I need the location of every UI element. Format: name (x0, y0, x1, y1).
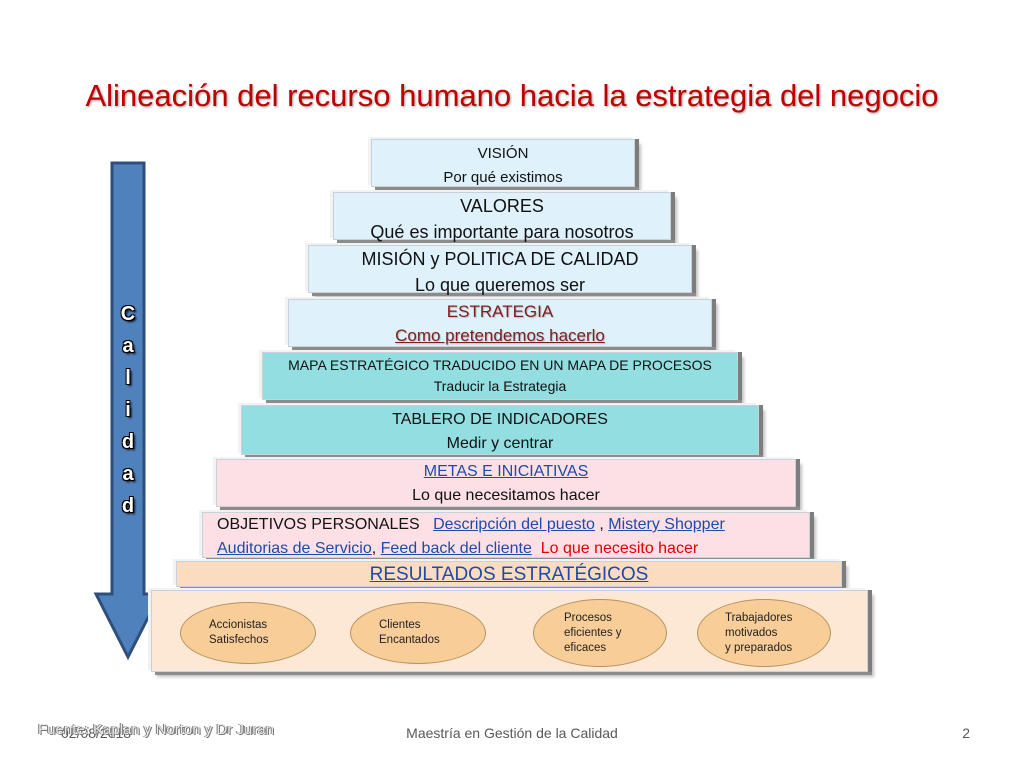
tier-mision-subtitle: Lo que queremos ser (414, 275, 586, 295)
metas-link[interactable]: METAS E INICIATIVAS (423, 463, 589, 480)
calidad-letter: a (122, 463, 134, 485)
page-number: 2 (962, 725, 970, 741)
objetivos-separator: , (594, 516, 609, 533)
tier-objetivos: OBJETIVOS PERSONALES Descripción del pue… (202, 512, 810, 558)
auditorias-servicio-link[interactable]: Auditorias de Servicio (217, 540, 372, 557)
calidad-letter: l (125, 367, 131, 389)
outcome-ellipse: Accionistas Satisfechos (180, 602, 316, 664)
objetivos-red-text: Lo que necesito hacer (540, 540, 699, 557)
tier-metas-subtitle: Lo que necesitamos hacer (412, 487, 600, 504)
outcome-ellipse: Clientes Encantados (350, 602, 486, 664)
outcome-ellipse: Procesos eficientes y eficaces (533, 599, 667, 667)
footer-source: Fuente: Kaplan y Norton y Dr Juran (38, 721, 274, 738)
outcome-label: Clientes Encantados (379, 619, 440, 646)
tier-resultados: RESULTADOS ESTRATÉGICOS (176, 561, 842, 587)
tier-valores-subtitle: Qué es importante para nosotros (370, 222, 634, 242)
calidad-letter: d (121, 495, 135, 517)
tier-tablero-title: TABLERO DE INDICADORES (392, 411, 608, 428)
feedback-cliente-link[interactable]: Feed back del cliente (380, 540, 532, 557)
tier-vision-title: VISIÓN (477, 145, 529, 162)
objetivos-label: OBJETIVOS PERSONALES (217, 516, 420, 533)
descripcion-puesto-link[interactable]: Descripción del puesto (433, 516, 595, 533)
slide-title: Alineación del recurso humano hacia la e… (85, 78, 939, 113)
outcome-label: Procesos eficientes y eficaces (564, 611, 622, 654)
calidad-letter: a (122, 335, 134, 357)
tier-tablero: TABLERO DE INDICADORES Medir y centrar (241, 405, 759, 455)
objetivos-line-1: OBJETIVOS PERSONALES Descripción del pue… (217, 513, 809, 537)
calidad-letter: i (125, 399, 131, 421)
tier-mision: MISIÓN y POLITICA DE CALIDAD Lo que quer… (308, 245, 692, 295)
tier-metas: METAS E INICIATIVAS Lo que necesitamos h… (216, 459, 796, 507)
outcome-label: Accionistas Satisfechos (209, 619, 269, 646)
tier-valores: VALORES Qué es importante para nosotros (333, 192, 671, 242)
objetivos-separator: , (371, 540, 381, 557)
tier-vision: VISIÓN Por qué existimos (371, 139, 635, 187)
tier-outcomes: Accionistas Satisfechos Clientes Encanta… (151, 590, 868, 672)
mistery-shopper-link[interactable]: Mistery Shopper (608, 516, 725, 533)
tier-mapa-subtitle: Traducir la Estrategia (433, 378, 567, 394)
tier-estrategia: ESTRATEGIA Como pretendemos hacerlo (288, 299, 712, 347)
tier-vision-subtitle: Por qué existimos (443, 169, 563, 186)
resultados-link[interactable]: RESULTADOS ESTRATÉGICOS (369, 564, 649, 585)
tier-tablero-subtitle: Medir y centrar (446, 435, 554, 452)
footer-date: 02/08/2018 (61, 725, 132, 741)
outcome-ellipse: Trabajadores motivados y preparados (697, 599, 831, 667)
tier-estrategia-title: ESTRATEGIA (446, 302, 554, 321)
calidad-label: C a l i d a d (112, 298, 144, 522)
tier-mision-title: MISIÓN y POLITICA DE CALIDAD (361, 249, 639, 269)
calidad-down-arrow (93, 161, 163, 661)
tier-mapa-title: MAPA ESTRATÉGICO TRADUCIDO EN UN MAPA DE… (288, 357, 712, 373)
calidad-letter: C (120, 303, 136, 325)
outcome-label: Trabajadores motivados y preparados (725, 611, 793, 654)
footer-title: Maestría en Gestión de la Calidad (406, 725, 618, 741)
tier-mapa-estrategico: MAPA ESTRATÉGICO TRADUCIDO EN UN MAPA DE… (262, 352, 738, 400)
tier-estrategia-subtitle: Como pretendemos hacerlo (395, 326, 605, 345)
calidad-letter: d (121, 431, 135, 453)
objetivos-line-2: Auditorias de Servicio, Feed back del cl… (217, 537, 809, 561)
tier-valores-title: VALORES (460, 196, 544, 216)
